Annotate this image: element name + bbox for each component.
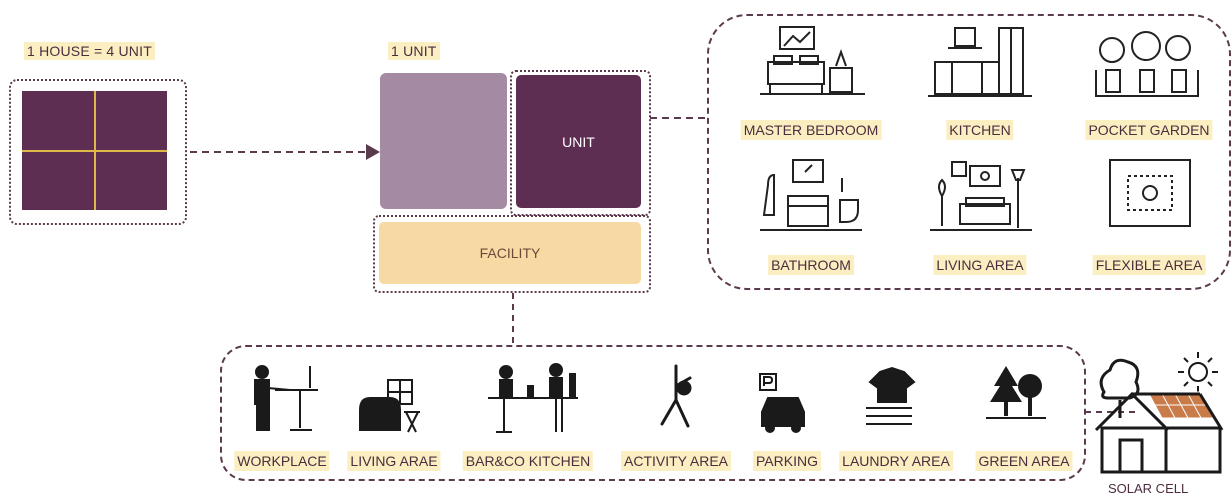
house-grid (22, 91, 167, 210)
facility-block: FACILITY (379, 222, 641, 284)
grid-horizontal-line (22, 150, 167, 152)
unit-block: UNIT (516, 75, 641, 208)
room-label-kitchen: KITCHEN (946, 120, 1014, 140)
unit-group-label: 1 UNIT (388, 42, 440, 60)
unit-rooms-panel (707, 14, 1231, 290)
workplace-icon (254, 365, 318, 431)
armchair-icon (359, 379, 420, 433)
bed-icon (760, 26, 865, 95)
facility-text: FACILITY (479, 245, 541, 261)
facility-label-parking: PARKING (753, 451, 821, 471)
facilities-panel (220, 345, 1086, 481)
solar-cell-label: SOLAR CELL (1108, 481, 1189, 496)
facility-label-laundry-area: LAUNDRY AREA (839, 451, 953, 471)
room-label-pocket-garden: POCKET GARDEN (1085, 120, 1213, 140)
house-icon (1094, 391, 1224, 474)
plant-icon (1095, 31, 1199, 97)
bar-icon (488, 363, 578, 433)
activity-icon (660, 364, 692, 428)
sofa-icon (930, 161, 1032, 231)
laundry-icon (866, 366, 916, 425)
room-label-bathroom: BATHROOM (768, 255, 854, 275)
house-tree-icon (1099, 358, 1140, 418)
facility-label-green-area: GREEN AREA (975, 451, 1073, 471)
sun-icon (1178, 352, 1218, 392)
flexible-icon (1109, 159, 1191, 227)
parking-icon (759, 373, 805, 433)
house-label: 1 HOUSE = 4 UNIT (24, 42, 155, 60)
room-label-flexible-area: FLEXIBLE AREA (1092, 255, 1206, 275)
tree-icon (986, 366, 1046, 419)
facility-label-living-arae: LIVING ARAE (347, 451, 441, 471)
unit-light-block (380, 73, 507, 209)
room-label-master-bedroom: MASTER BEDROOM (740, 120, 882, 140)
facility-label-bar-co-kitchen: BAR&CO KITCHEN (462, 451, 594, 471)
room-label-living-area: LIVING AREA (933, 255, 1027, 275)
kitchen-icon (928, 27, 1032, 97)
facility-frame (373, 215, 651, 293)
solar-panel-icon (1147, 391, 1215, 419)
unit-text: UNIT (562, 133, 595, 150)
bathroom-icon (760, 159, 862, 231)
facility-label-activity-area: ACTIVITY AREA (621, 451, 731, 471)
facility-label-workplace: WORKPLACE (234, 451, 330, 471)
house-frame (9, 79, 187, 225)
